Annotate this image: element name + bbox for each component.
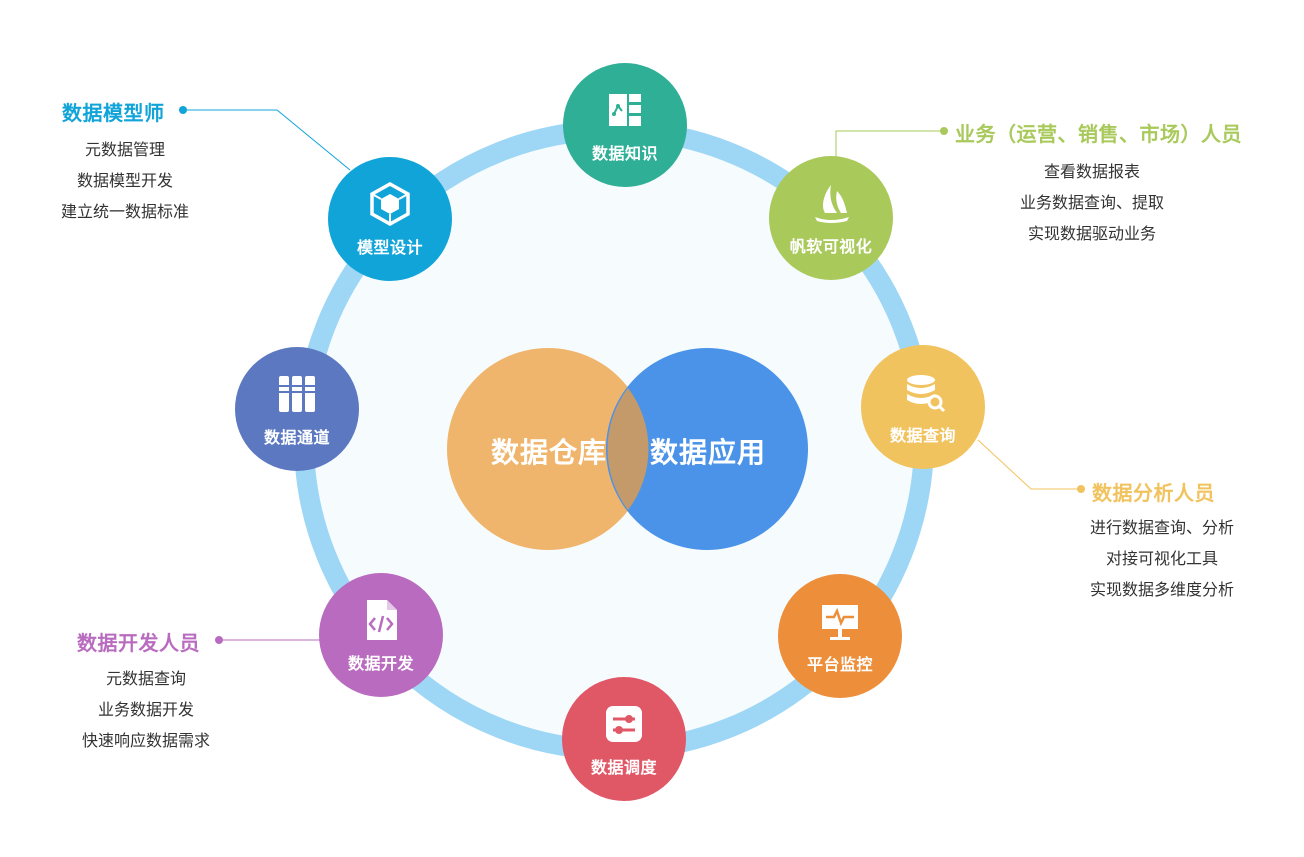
node-model-design[interactable]: 模型设计 [328,157,452,281]
role-item: 元数据管理 [84,140,165,159]
role-item: 对接可视化工具 [1105,549,1218,568]
role-item: 快速响应数据需求 [81,731,210,750]
node-data-schedule[interactable]: 数据调度 [562,677,686,801]
application-circle [606,348,808,550]
node-label: 帆软可视化 [789,237,873,256]
role-title-modeler: 数据模型师 [62,101,165,125]
node-label: 数据调度 [590,758,657,777]
role-items-developer: 元数据查询 业务数据开发 快速响应数据需求 [66,663,226,756]
role-item: 业务数据开发 [97,700,194,719]
role-items-modeler: 元数据管理 数据模型开发 建立统一数据标准 [45,134,205,227]
role-item: 实现数据驱动业务 [1027,224,1156,243]
role-item: 建立统一数据标准 [60,202,189,221]
node-label: 平台监控 [806,655,873,674]
role-item: 查看数据报表 [1043,162,1140,181]
role-item: 元数据查询 [105,669,186,688]
node-label: 数据通道 [263,428,330,447]
node-data-develop[interactable]: 数据开发 [319,573,443,697]
connector-dot-analyst [1077,485,1085,493]
connector-dot-modeler [179,106,187,114]
code-file-icon [367,600,397,640]
warehouse-circle [447,348,649,550]
analyst-connector [977,439,1080,490]
role-title-developer: 数据开发人员 [77,631,200,655]
venn-overlap [607,388,649,510]
book-icon [609,94,641,126]
node-data-channel[interactable]: 数据通道 [235,347,359,471]
connector-dot-business [940,127,948,135]
node-label: 模型设计 [356,238,423,257]
node-label: 数据知识 [591,144,658,163]
role-title-analyst: 数据分析人员 [1092,481,1215,505]
columns-icon [279,376,315,412]
role-title-business: 业务（运营、销售、市场）人员 [955,122,1242,146]
node-finereport[interactable]: 帆软可视化 [769,156,893,280]
warehouse-label: 数据仓库 [491,436,608,469]
modeler-connector [183,109,351,171]
role-items-business: 查看数据报表 业务数据查询、提取 实现数据驱动业务 [1000,156,1184,249]
role-item: 进行数据查询、分析 [1089,518,1234,537]
application-label: 数据应用 [650,436,767,469]
node-label: 数据查询 [889,426,956,445]
sail-icon [815,185,849,223]
node-label: 数据开发 [347,654,414,673]
node-platform-monitor[interactable]: 平台监控 [778,574,902,698]
sliders-icon [606,706,642,742]
connector-dot-developer [215,636,223,644]
node-data-knowledge[interactable]: 数据知识 [563,63,687,187]
role-item: 业务数据查询、提取 [1019,193,1164,212]
cube-icon [370,181,410,227]
business-connector [835,130,944,158]
role-items-analyst: 进行数据查询、分析 对接可视化工具 实现数据多维度分析 [1072,512,1252,605]
monitor-pulse-icon [822,605,858,640]
role-item: 实现数据多维度分析 [1089,580,1234,599]
role-item: 数据模型开发 [76,171,173,190]
node-data-query[interactable]: 数据查询 [861,345,985,469]
database-search-icon [907,375,946,413]
